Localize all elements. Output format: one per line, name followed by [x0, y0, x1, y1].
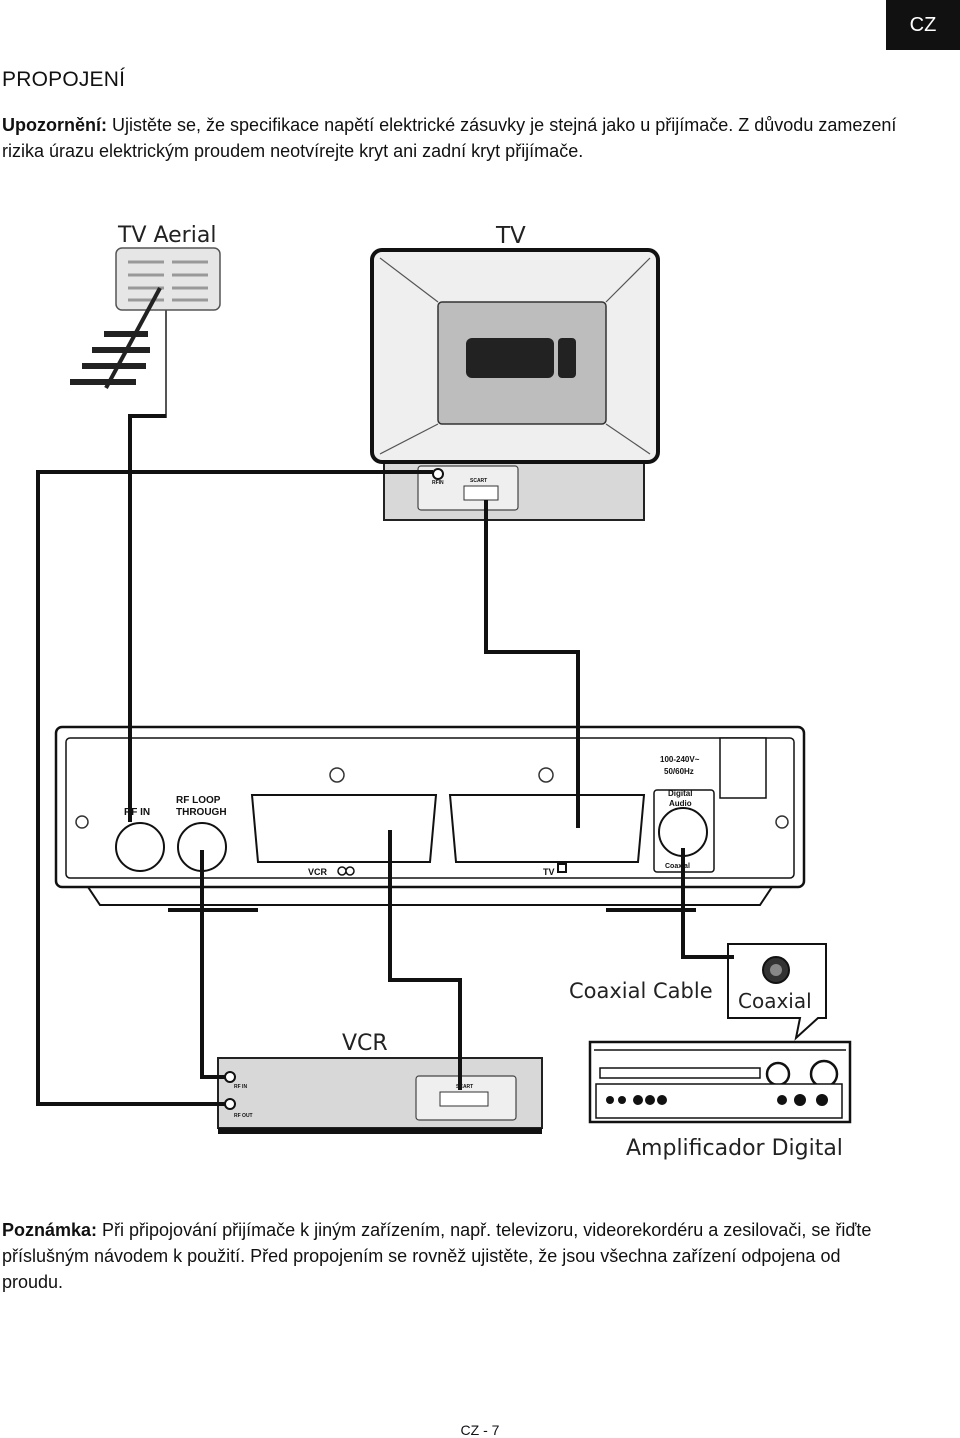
amplifier-label: Amplificador Digital	[626, 1136, 843, 1161]
receiver-rf-in-label: RF IN	[124, 807, 150, 818]
page-title: PROPOJENÍ	[2, 68, 126, 91]
warning-text: Ujistěte se, že specifikace napětí elekt…	[2, 115, 897, 161]
vcr-illustration	[217, 1057, 543, 1134]
tv-rf-to-vcr-rf-out-cable	[36, 470, 433, 1106]
tv-illustration	[370, 248, 660, 521]
vcr-rf-in-label: RF IN	[234, 1084, 247, 1090]
note-text: Při připojování přijímače k jiným zaříze…	[2, 1220, 872, 1292]
warning-paragraph: Upozornění: Ujistěte se, že specifikace …	[2, 112, 922, 164]
coaxial-callout-label: Coaxial	[738, 989, 812, 1013]
receiver-digital-audio-label-2: Audio	[669, 799, 692, 808]
coaxial-callout	[727, 943, 827, 1041]
note-label: Poznámka:	[2, 1220, 98, 1240]
receiver-coaxial-port-label: Coaxial	[665, 863, 690, 870]
warning-label: Upozornění:	[2, 115, 107, 135]
receiver-loop-to-vcr-rf-in-cable	[200, 850, 226, 1079]
language-badge: CZ	[886, 0, 960, 50]
aerial-to-receiver-cable	[128, 414, 166, 822]
vcr-rf-out-label: RF OUT	[234, 1113, 253, 1119]
receiver-digital-audio-label-1: Digital	[668, 789, 692, 798]
page-number: CZ - 7	[460, 1422, 500, 1438]
coaxial-cable-line	[681, 848, 734, 959]
vcr-label: VCR	[342, 1031, 388, 1056]
language-badge-text: CZ	[909, 13, 937, 36]
receiver-power-label-2: 50/60Hz	[664, 767, 694, 776]
coaxial-cable-label: Coaxial Cable	[569, 979, 713, 1003]
amplifier-illustration	[588, 1040, 852, 1124]
receiver-power-label-1: 100-240V~	[660, 755, 700, 764]
connection-diagram: TV Aerial TV RFIN SCART	[36, 223, 852, 1161]
vcr-scart-label: SCART	[456, 1084, 473, 1090]
receiver-tv-scart-label: TV	[543, 867, 555, 877]
receiver-rf-loop-label-1: RF LOOP	[176, 795, 221, 806]
vcr-scart-to-receiver-cable	[388, 830, 462, 1090]
tv-scart-to-receiver-cable	[484, 500, 580, 828]
tv-aerial	[70, 247, 221, 418]
connection-cables	[36, 414, 734, 1106]
receiver-rf-loop-label-2: THROUGH	[176, 807, 227, 818]
note-paragraph: Poznámka: Při připojování přijímače k ji…	[2, 1217, 902, 1295]
tv-aerial-label: TV Aerial	[117, 223, 216, 248]
tv-label: TV	[495, 223, 526, 249]
tv-rf-in-label: RFIN	[432, 480, 444, 486]
receiver-vcr-scart-label: VCR	[308, 867, 328, 877]
tv-scart-label: SCART	[470, 478, 487, 484]
